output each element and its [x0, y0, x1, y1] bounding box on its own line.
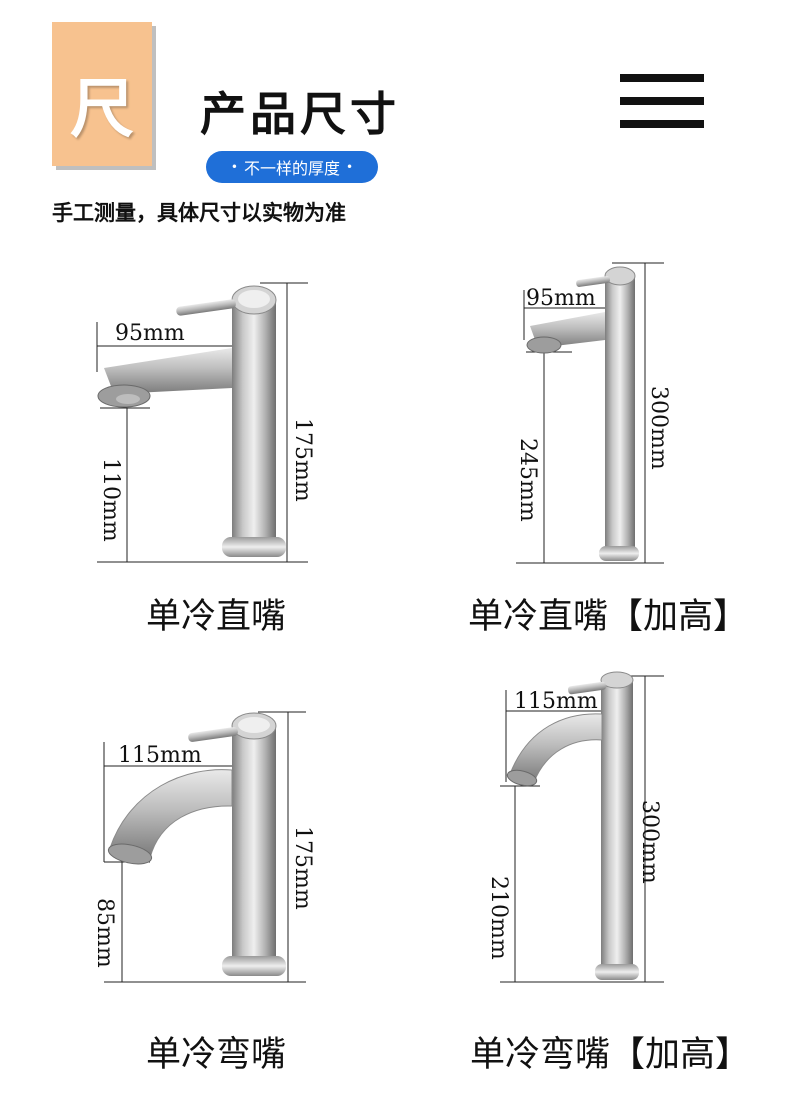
- dim-spout-height-3: 85mm: [92, 898, 117, 968]
- badge-face: 尺: [52, 22, 152, 166]
- page-title: 产品尺寸: [200, 87, 400, 141]
- faucet-straight-short: [96, 282, 308, 563]
- dim-reach-2: 95mm: [526, 286, 596, 311]
- subtitle-pill: • 不一样的厚度 •: [206, 151, 378, 183]
- title-badge: 尺: [52, 22, 156, 170]
- faucet-straight-tall: [516, 262, 664, 564]
- product-name-1: 单冷直嘴: [146, 597, 287, 637]
- hamburger-bar: [620, 74, 704, 82]
- dim-spout-height-1: 110mm: [98, 458, 123, 542]
- badge-character: 尺: [70, 72, 134, 147]
- dim-spout-height-4: 210mm: [486, 876, 511, 960]
- dim-spout-height-2: 245mm: [515, 438, 540, 522]
- product-name-4: 单冷弯嘴【加高】: [470, 1035, 751, 1075]
- dim-reach-4: 115mm: [514, 689, 598, 714]
- dim-height-3: 175mm: [290, 826, 315, 910]
- measurement-note: 手工测量，具体尺寸以实物为准: [52, 201, 346, 225]
- faucet-curved-short: [103, 711, 306, 983]
- hamburger-bar: [620, 97, 704, 105]
- product-name-3: 单冷弯嘴: [146, 1035, 287, 1075]
- faucet-curved-tall: [500, 671, 664, 983]
- dim-height-4: 300mm: [637, 800, 662, 884]
- dim-height-2: 300mm: [646, 386, 671, 470]
- product-name-2: 单冷直嘴【加高】: [468, 597, 749, 637]
- dim-height-1: 175mm: [290, 418, 315, 502]
- hamburger-icon: [620, 74, 704, 128]
- dim-reach-1: 95mm: [115, 321, 185, 346]
- hamburger-bar: [620, 120, 704, 128]
- dim-reach-3: 115mm: [118, 743, 202, 768]
- pill-dot-right: •: [346, 160, 354, 174]
- pill-dot-left: •: [230, 160, 238, 174]
- pill-text: 不一样的厚度: [243, 159, 340, 178]
